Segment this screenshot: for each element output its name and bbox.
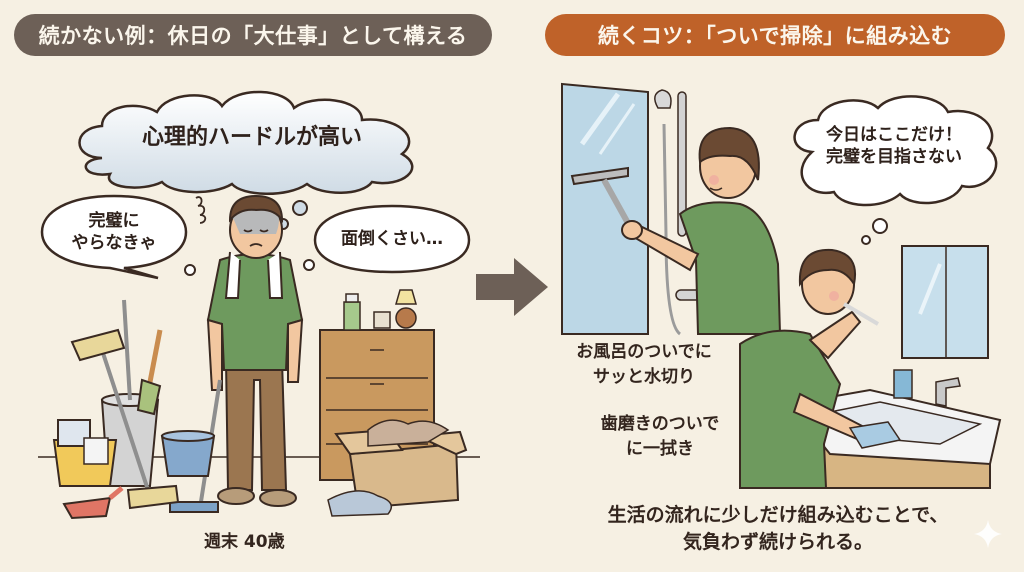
sparkle-icon [974, 520, 1002, 548]
dresser-illustration [319, 289, 468, 517]
speech-bubble-right [313, 204, 471, 274]
bubble-right-text: 面倒くさい… [341, 229, 443, 249]
tired-man-illustration [169, 194, 304, 513]
left-panel-header: 続かない例：休日の「大仕事」として構える [14, 14, 492, 56]
thought-cloud-right-text: 今日はここだけ！ 完璧を目指さない [826, 125, 962, 168]
caption-teeth: 歯磨きのついで に一拭き [600, 414, 720, 459]
right-panel-header: 続くコツ：「ついで掃除」に組み込む [545, 14, 1005, 56]
speech-bubble-left [40, 194, 188, 280]
right-arrow-icon [476, 258, 548, 316]
shower-squeegee-illustration [561, 82, 782, 336]
caption-bath: お風呂のついでに サッと水切り [576, 342, 712, 387]
left-caption: 週末 40歳 [204, 532, 285, 552]
cloud-icon [78, 90, 414, 195]
sink-toothbrush-illustration [739, 245, 1002, 489]
bubble-left-text: 完璧に やらなきゃ [71, 211, 157, 254]
summary-text: 生活の流れに少しだけ組み込むことで、 気負わず続けられる。 [607, 504, 949, 553]
cloud-text: 心理的ハードルが高い [141, 125, 362, 150]
cleaning-tools-illustration [52, 299, 216, 520]
thought-cloud-right [793, 95, 998, 207]
